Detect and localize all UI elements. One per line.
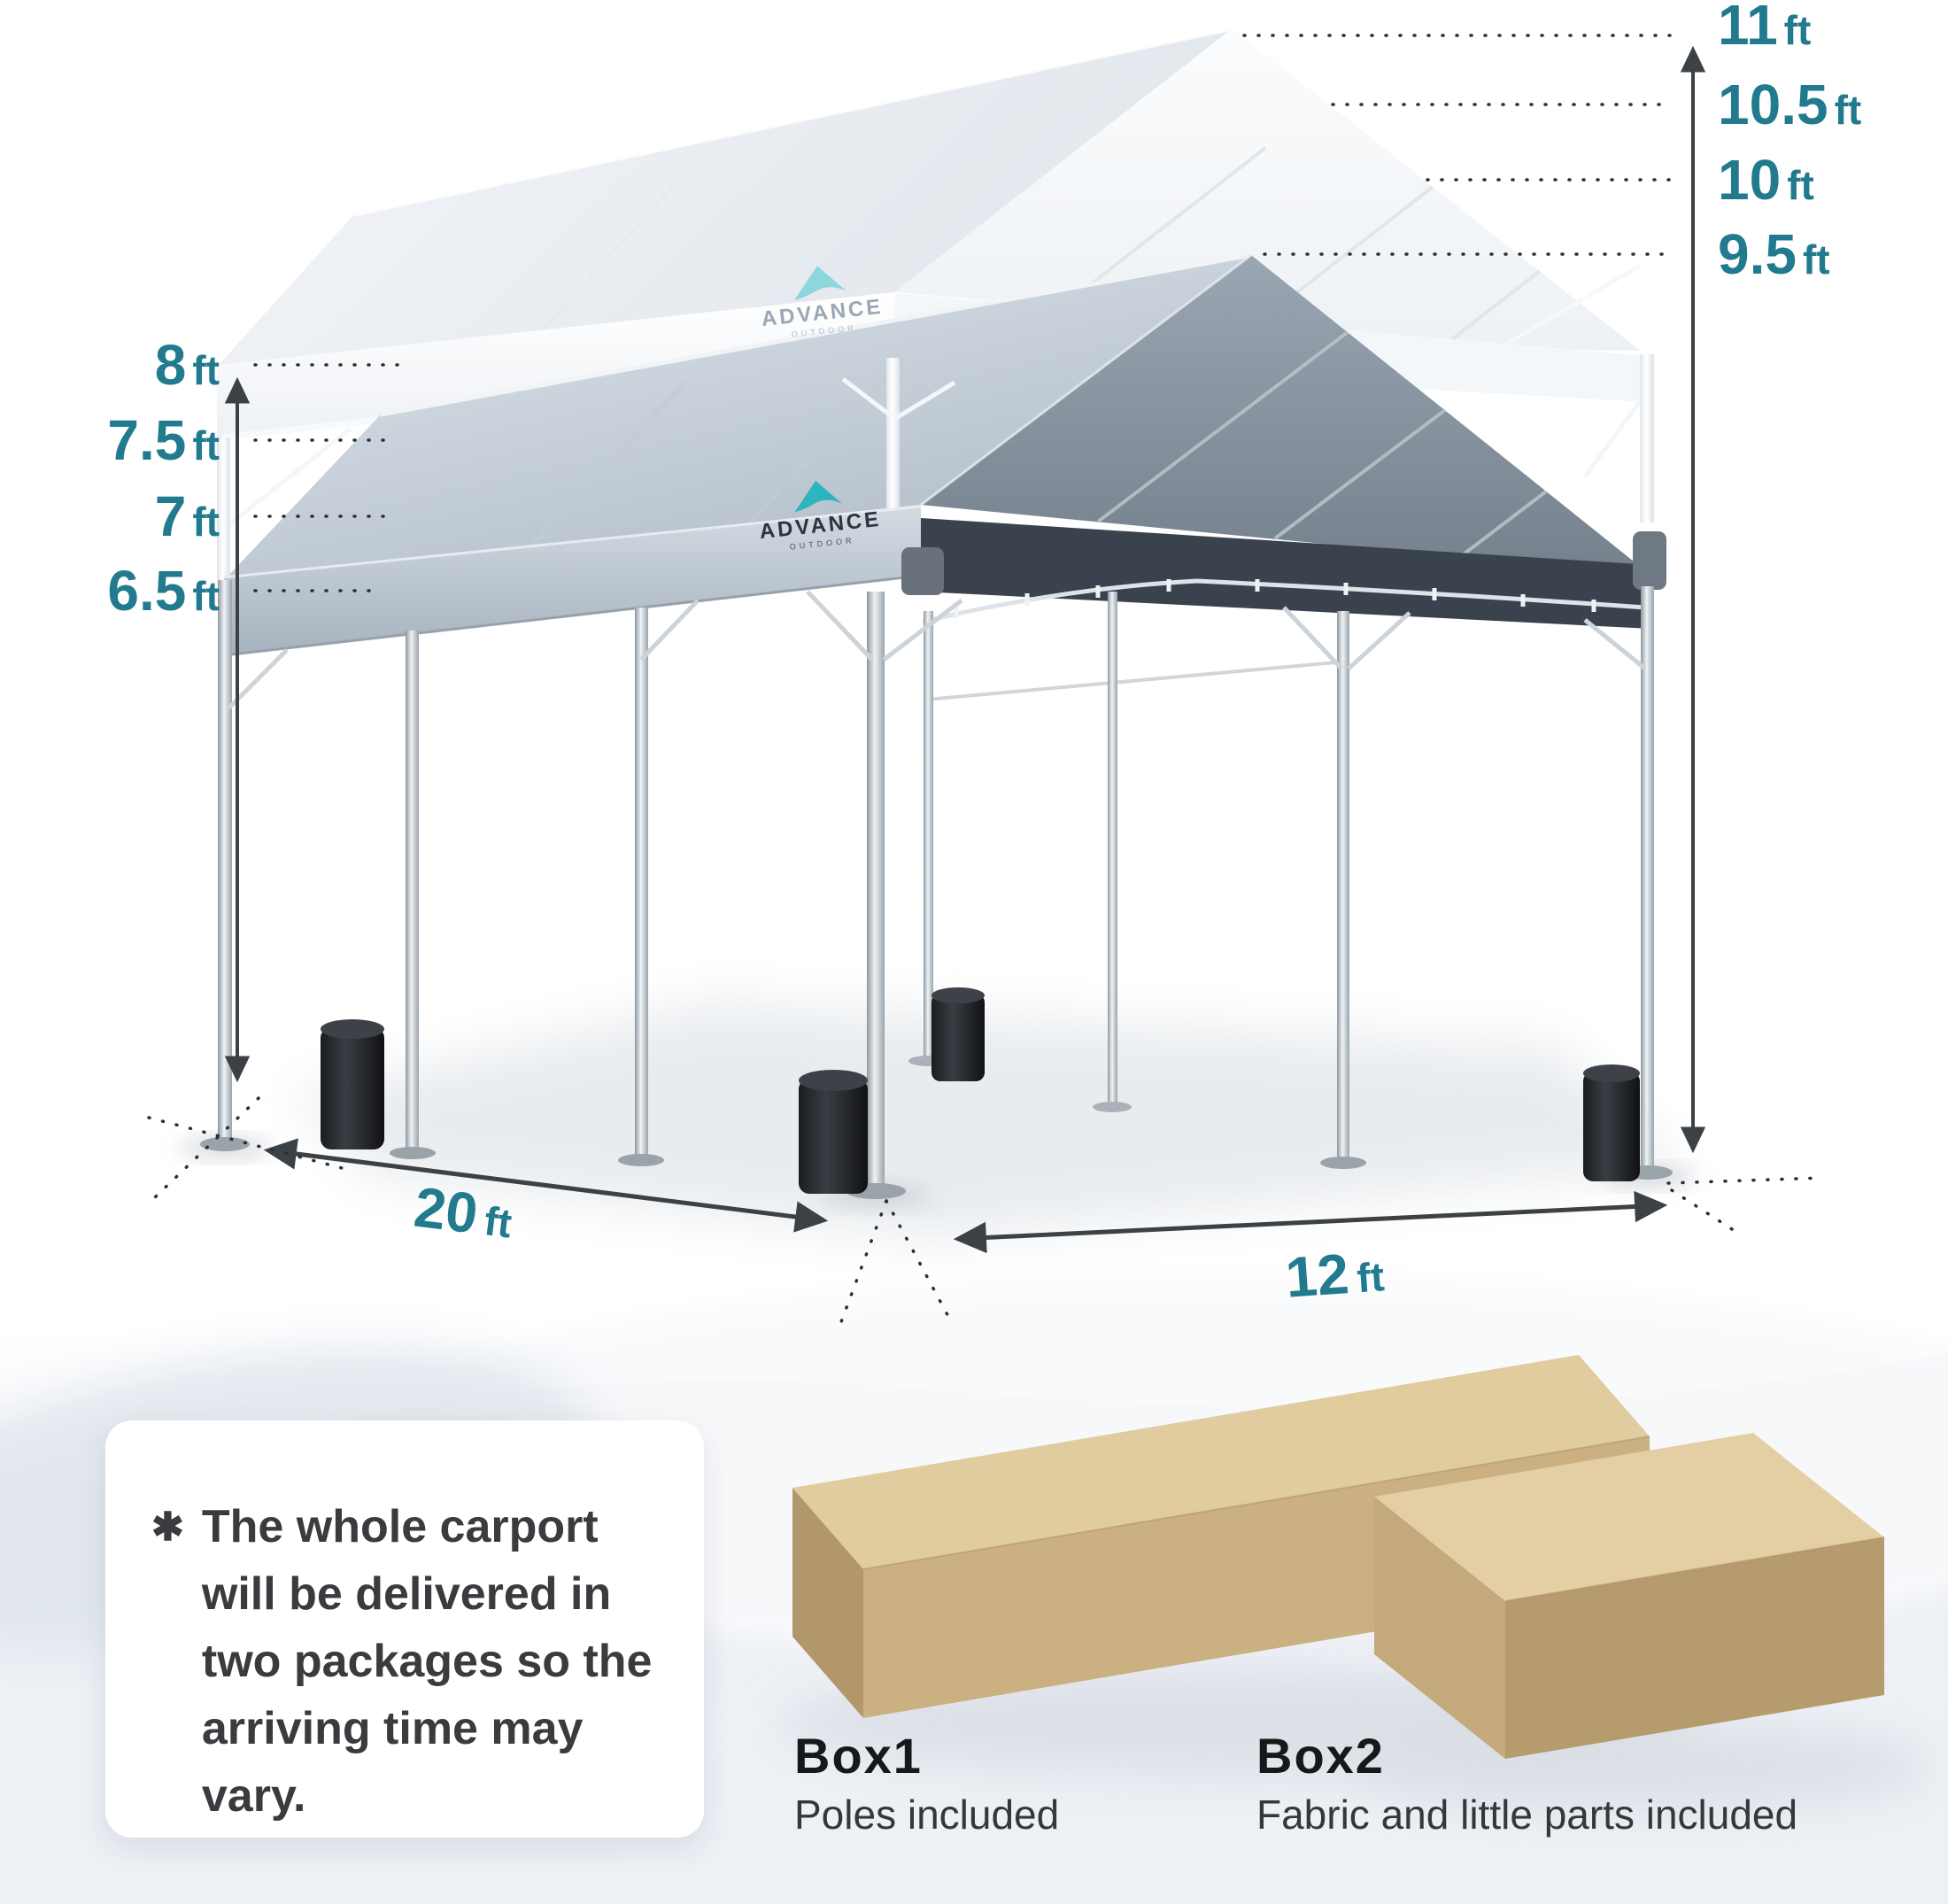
note-line: vary. <box>201 1770 306 1822</box>
note-text: The whole carport will be delivered in t… <box>202 1493 653 1830</box>
weight-bag <box>799 1070 868 1194</box>
note-line: will be delivered in <box>201 1568 612 1620</box>
corner-cap <box>901 547 944 595</box>
dotted-leaders <box>147 34 1824 1328</box>
advance-logo-icon <box>793 266 847 301</box>
gray-canopy <box>217 252 1666 701</box>
width-label-20ft: 20ft <box>411 1174 514 1247</box>
box1-label: Box1 <box>794 1728 923 1784</box>
width-arrow <box>263 1138 829 1233</box>
weight-bag <box>321 1019 384 1149</box>
advance-logo-icon <box>794 480 843 513</box>
gray-eave-underside <box>921 518 1651 629</box>
note-marker: ✱ <box>151 1505 184 1549</box>
weight-bag <box>1583 1064 1640 1181</box>
note-card: ✱ The whole carport will be delivered in… <box>105 1420 704 1838</box>
gray-valance <box>224 507 921 655</box>
depth-arrow <box>953 1190 1668 1254</box>
advance-logo-white-canopy: ADVANCE OUTDOOR <box>751 257 891 342</box>
frame-poles <box>200 580 1673 1199</box>
box1-description: Poles included <box>794 1792 1060 1838</box>
package-boxes <box>779 1355 1930 1809</box>
braces <box>227 590 1647 710</box>
dimension-annotations <box>147 34 1824 1328</box>
white-valance <box>217 293 894 439</box>
box2-illustration <box>1374 1433 1885 1759</box>
weight-bag <box>931 987 985 1081</box>
note-line: two packages so the <box>201 1636 653 1687</box>
weight-bags <box>321 987 1640 1194</box>
box2-description: Fabric and little parts included <box>1256 1792 1798 1838</box>
advance-logo-gray-canopy: ADVANCE OUTDOOR <box>749 471 888 554</box>
note-line: The whole carport <box>201 1501 599 1552</box>
box2-label: Box2 <box>1256 1728 1385 1784</box>
note-line: arriving time may <box>201 1703 584 1754</box>
corner-cap <box>1633 531 1666 590</box>
